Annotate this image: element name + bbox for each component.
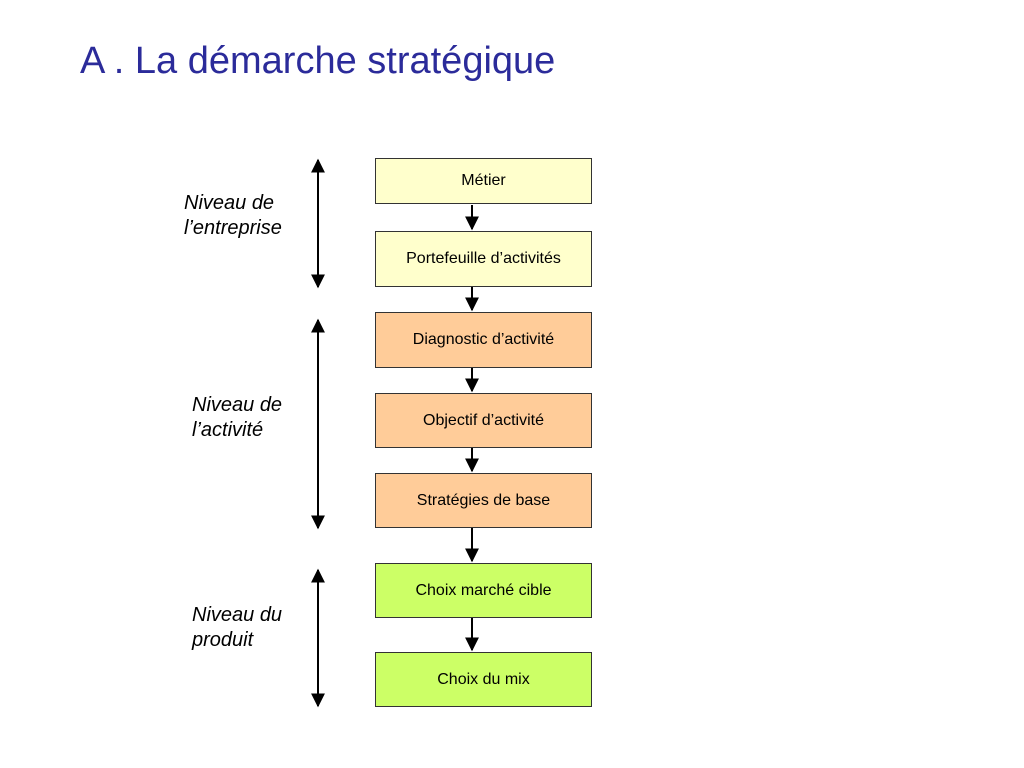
step-box-diagnostic-activite: Diagnostic d’activité — [375, 312, 592, 368]
step-box-portefeuille-activites: Portefeuille d’activités — [375, 231, 592, 287]
level-label-produit: Niveau du produit — [192, 604, 283, 651]
slide-title: A . La démarche stratégique — [80, 40, 556, 82]
level-label-activite: Niveau de l’activité — [192, 394, 283, 441]
step-box-objectif-activite: Objectif d’activité — [375, 393, 592, 448]
step-box-choix-marche-cible: Choix marché cible — [375, 563, 592, 618]
step-box-strategies-de-base: Stratégies de base — [375, 473, 592, 528]
step-box-metier: Métier — [375, 158, 592, 204]
step-box-choix-du-mix: Choix du mix — [375, 652, 592, 707]
level-label-entreprise: Niveau de l’entreprise — [184, 192, 282, 239]
